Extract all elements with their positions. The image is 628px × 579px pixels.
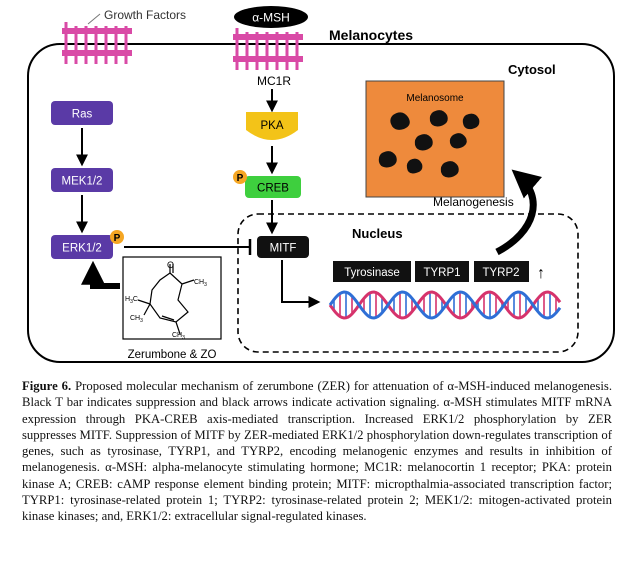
dna-strand-b bbox=[328, 290, 562, 320]
alpha-msh-ligand bbox=[234, 6, 308, 28]
zerumbone-structure bbox=[137, 264, 195, 335]
caption-label: Figure 6. bbox=[22, 379, 72, 393]
growth-factors-pointer bbox=[87, 13, 101, 25]
mek-node bbox=[51, 168, 113, 192]
mek-label: MEK1/2 bbox=[62, 176, 103, 188]
mitf-node bbox=[257, 236, 309, 258]
melanosome-label: Melanosome bbox=[406, 93, 464, 104]
erk-phospho-badge bbox=[110, 230, 124, 244]
creb-phospho-badge bbox=[233, 170, 247, 184]
figure-caption: Figure 6. Proposed molecular mechanism o… bbox=[22, 378, 612, 525]
gene-box-tyrp2 bbox=[474, 261, 529, 282]
creb-node bbox=[245, 176, 301, 198]
gene-box-tyrp1 bbox=[415, 261, 469, 282]
melanosome-box bbox=[365, 80, 505, 198]
creb-label: CREB bbox=[257, 183, 289, 195]
zerumbone-structure-box bbox=[122, 256, 222, 340]
ras-label: Ras bbox=[72, 109, 93, 121]
pka-node bbox=[246, 112, 298, 140]
caption-text: Proposed molecular mechanism of zerumbon… bbox=[22, 379, 612, 524]
zerumbone-h3c: H3C bbox=[125, 296, 138, 305]
mitf-to-dna-arrow bbox=[281, 260, 321, 308]
mc1r-receptor bbox=[233, 28, 303, 70]
zerumbone-name: Zerumbone & ZO bbox=[128, 349, 217, 361]
pathway-diagram: Melanocytes Cytosol Growth Factors α-MSH… bbox=[27, 6, 615, 363]
nucleus-boundary bbox=[237, 213, 579, 353]
gene-label-tyrosinase: Tyrosinase bbox=[344, 267, 400, 279]
melanin-granules bbox=[378, 110, 480, 178]
erk-phospho-label: P bbox=[114, 233, 121, 244]
cell-membrane bbox=[27, 43, 615, 363]
zerumbone-atom-o: O bbox=[167, 260, 174, 270]
zerumbone-ch3-mid: CH3 bbox=[130, 315, 143, 324]
nucleus-label: Nucleus bbox=[352, 226, 403, 241]
erk-node bbox=[51, 235, 113, 259]
mitf-label: MITF bbox=[270, 243, 297, 255]
zerumbone-ch3-bottom: CH3 bbox=[172, 332, 185, 341]
mc1r-label: MC1R bbox=[257, 74, 291, 88]
upregulation-arrow: ↑ bbox=[537, 265, 545, 282]
alpha-msh-label: α-MSH bbox=[252, 11, 290, 25]
pka-label: PKA bbox=[260, 120, 283, 132]
erk-label: ERK1/2 bbox=[62, 243, 102, 255]
zerumbone-ch3-top: CH3 bbox=[194, 279, 207, 288]
dna-helix bbox=[328, 290, 562, 320]
growth-factors-label: Growth Factors bbox=[104, 8, 186, 22]
cytosol-label: Cytosol bbox=[508, 62, 556, 77]
ras-node bbox=[51, 101, 113, 125]
creb-phospho-label: P bbox=[237, 173, 244, 184]
melanogenesis-arrow bbox=[495, 169, 542, 256]
dna-strand-a bbox=[328, 290, 562, 320]
melanogenesis-label: Melanogenesis bbox=[433, 195, 514, 209]
gene-box-tyrosinase bbox=[333, 261, 411, 282]
gene-label-tyrp1: TYRP1 bbox=[423, 267, 460, 279]
growth-factor-receptor bbox=[62, 22, 132, 64]
gene-label-tyrp2: TYRP2 bbox=[482, 267, 519, 279]
cell-label: Melanocytes bbox=[329, 27, 413, 43]
zerumbone-to-erk-arrow bbox=[81, 260, 120, 289]
